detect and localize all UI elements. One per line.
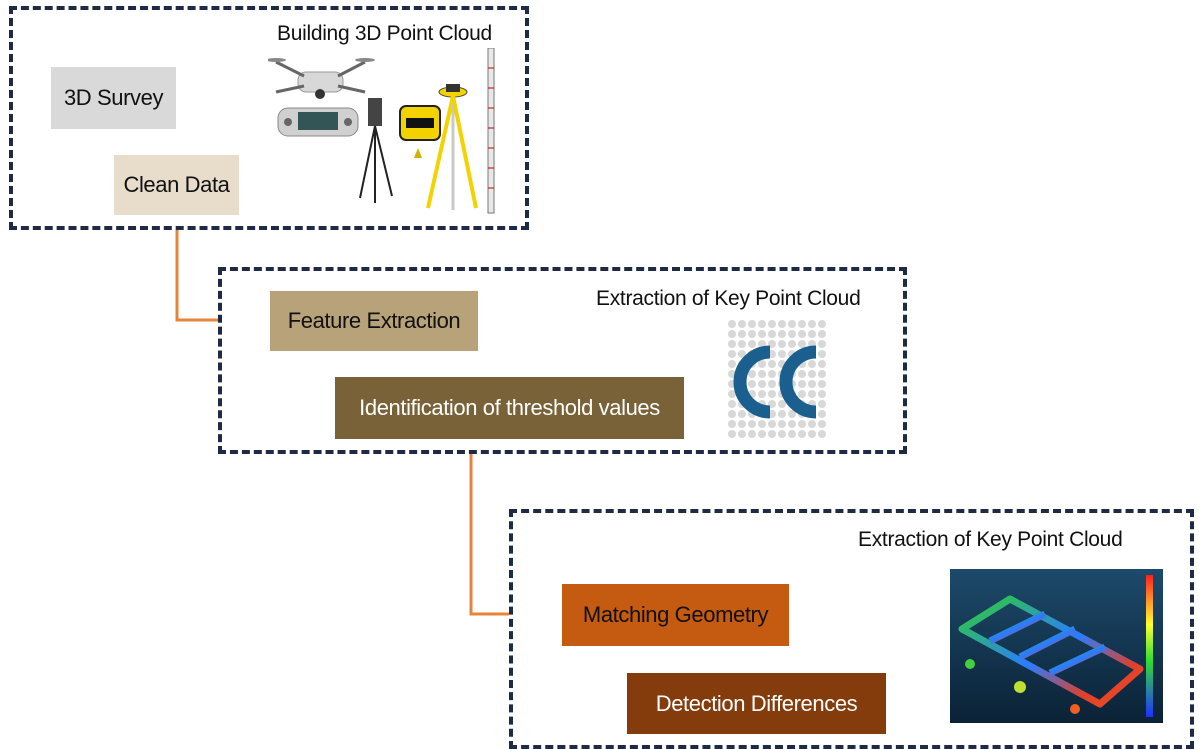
tripod-icon [426, 84, 478, 210]
step-detection-differences: Detection Differences [627, 673, 886, 734]
step-clean-data: Clean Data [114, 155, 239, 215]
group-title: Building 3D Point Cloud [277, 22, 492, 45]
cloudcompare-logo-icon [728, 320, 826, 438]
deformation-heatmap-icon [950, 569, 1163, 723]
drone-icon [268, 58, 375, 99]
step-3d-survey: 3D Survey [51, 67, 176, 129]
level-case-icon [399, 105, 441, 158]
survey-equipment-icon [268, 48, 495, 214]
step-label: 3D Survey [63, 85, 164, 110]
step-label: Detection Differences [655, 690, 858, 716]
controller-icon [277, 107, 359, 137]
step-identification-threshold: Identification of threshold values [335, 377, 684, 439]
step-label: Matching Geometry [582, 602, 769, 627]
step-feature-extraction: Feature Extraction [270, 291, 478, 351]
step-label: Clean Data [123, 172, 230, 197]
laser-scanner-icon [359, 98, 393, 203]
group-title: Extraction of Key Point Cloud [858, 528, 1123, 551]
step-matching-geometry: Matching Geometry [562, 584, 789, 646]
step-label: Identification of threshold values [359, 395, 660, 420]
leveling-staff-icon [487, 48, 495, 214]
step-label: Feature Extraction [287, 308, 461, 333]
group-title: Extraction of Key Point Cloud [596, 287, 861, 310]
